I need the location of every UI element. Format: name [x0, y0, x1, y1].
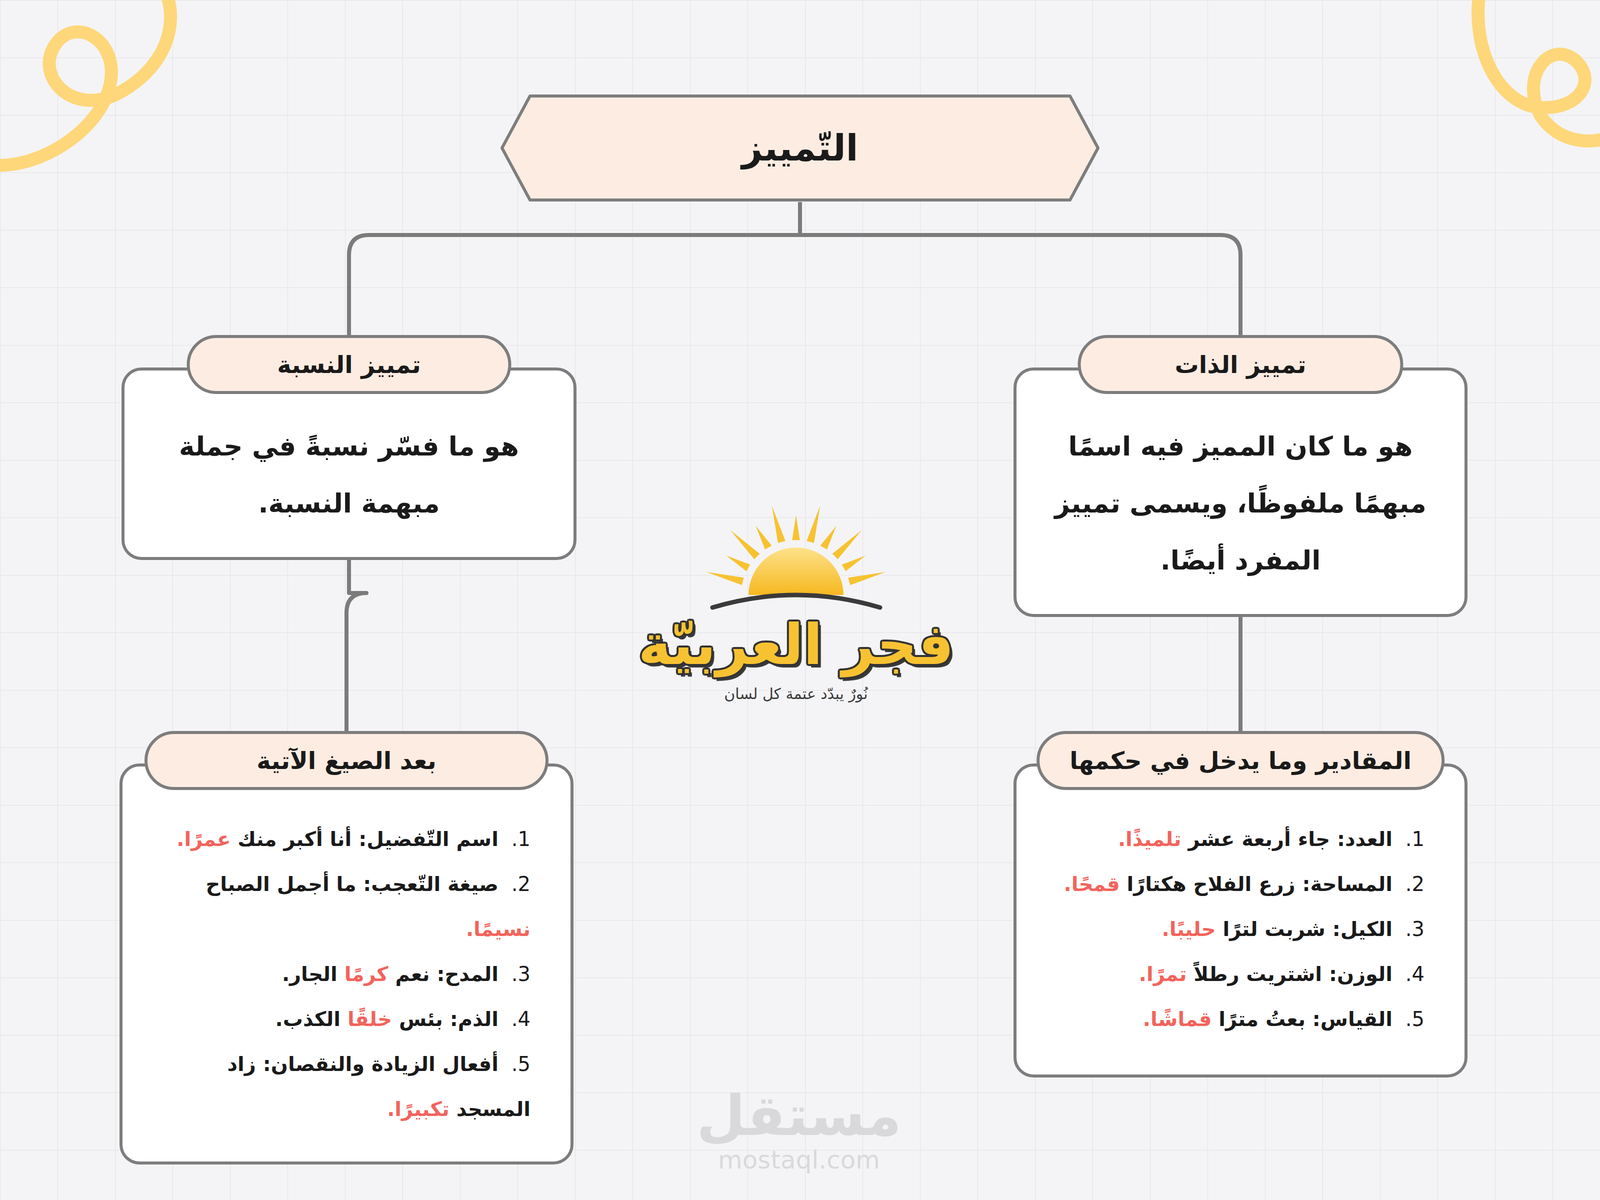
heading-pill: تمييز النسبة: [187, 335, 512, 394]
logo-name: فجر العربيّة: [638, 614, 954, 676]
example-list: 1. العدد: جاء أربعة عشر تلميذًا.2. المسا…: [1016, 766, 1465, 1072]
logo-sun: [706, 505, 886, 608]
decor-curl: [1478, 0, 1600, 141]
title-hexagon: التّمييز: [500, 94, 1100, 202]
example-item: 2. المساحة: زرع الفلاح هكتارًا قمحًا.: [1056, 861, 1425, 907]
tree-connector: [1238, 617, 1243, 731]
example-item: 3. المدح: نعم كرمًا الجار.: [162, 951, 531, 997]
example-text: المساحة: زرع الفلاح هكتارًا: [1127, 872, 1393, 896]
logo-tagline: نُورٌ يبدّد عتمة كل لسان: [724, 685, 868, 703]
tamyeez-word: حليبًا.: [1162, 917, 1216, 941]
definition-text: هو ما فسّر نسبةً في جملة مبهمة النسبة.: [124, 370, 574, 557]
watermark: مستقل: [696, 1085, 902, 1147]
example-text: الكذب.: [275, 1007, 341, 1031]
sun-ray: [792, 515, 800, 540]
sun-ray: [706, 572, 744, 585]
sun-ray: [842, 555, 866, 571]
example-text: الوزن: اشتريت رطلاً: [1193, 962, 1393, 986]
example-item: 4. الذم: بئس خلقًا الكذب.: [162, 996, 531, 1042]
example-text: المدح: نعم: [395, 962, 499, 986]
tamyeez-word: خلقًا: [347, 1007, 392, 1031]
item-number: 1.: [1405, 827, 1425, 851]
item-number: 1.: [511, 827, 531, 851]
tamyeez-word: تمرًا.: [1139, 962, 1187, 986]
title-text: التّمييز: [742, 127, 859, 169]
sun-ray: [820, 526, 837, 550]
example-item: 2. صيغة التّعجب: ما أجمل الصباح نسيمًا.: [162, 861, 531, 952]
item-number: 3.: [511, 962, 531, 986]
content-box: تمييز النسبةهو ما فسّر نسبةً في جملة مبه…: [121, 367, 577, 560]
example-item: 5. أفعال الزيادة والنقصان: زاد المسجد تك…: [162, 1041, 531, 1132]
sun-ray: [806, 505, 820, 543]
tree-connector: [800, 202, 1241, 335]
tamyeez-word: قمحًا.: [1064, 872, 1120, 896]
content-box: المقادير وما يدخل في حكمها1. العدد: جاء …: [1013, 763, 1468, 1078]
item-number: 2.: [1405, 872, 1425, 896]
example-text: الذم: بئس: [399, 1007, 499, 1031]
example-item: 3. الكيل: شربت لترًا حليبًا.: [1056, 906, 1425, 952]
decor-curl: [0, 0, 171, 166]
tamyeez-word: قماشًا.: [1143, 1007, 1212, 1031]
sun-ray: [772, 505, 786, 543]
item-number: 3.: [1405, 917, 1425, 941]
heading-pill: المقادير وما يدخل في حكمها: [1036, 731, 1445, 790]
example-text: الجار.: [282, 962, 338, 986]
item-number: 4.: [511, 1007, 531, 1031]
example-item: 1. العدد: جاء أربعة عشر تلميذًا.: [1056, 816, 1425, 862]
item-number: 2.: [511, 872, 531, 896]
example-item: 1. اسم التّفضيل: أنا أكبر منك عمرًا.: [162, 816, 531, 862]
sun-ray: [730, 530, 760, 559]
heading-pill: بعد الصيغ الآتية: [144, 731, 549, 790]
tree-connector: [346, 560, 367, 731]
example-list: 1. اسم التّفضيل: أنا أكبر منك عمرًا.2. ص…: [122, 766, 571, 1162]
tree-connector: [349, 202, 800, 335]
item-number: 5.: [511, 1052, 531, 1076]
sun-ray: [726, 555, 751, 571]
content-box: بعد الصيغ الآتية1. اسم التّفضيل: أنا أكب…: [119, 763, 574, 1165]
tamyeez-word: تلميذًا.: [1118, 827, 1182, 851]
heading-pill: تمييز الذات: [1078, 335, 1404, 394]
content-box: تمييز الذاتهو ما كان المميز فيه اسمًا مب…: [1013, 367, 1468, 617]
tamyeez-word: نسيمًا.: [466, 917, 531, 941]
example-text: أفعال الزيادة والنقصان: زاد المسجد: [227, 1052, 531, 1121]
example-text: اسم التّفضيل: أنا أكبر منك: [237, 827, 499, 851]
example-text: القياس: بعتُ مترًا: [1218, 1007, 1393, 1031]
example-text: العدد: جاء أربعة عشر: [1188, 827, 1393, 851]
example-item: 5. القياس: بعتُ مترًا قماشًا.: [1056, 996, 1425, 1042]
sun-ray: [848, 572, 886, 585]
example-text: الكيل: شربت لترًا: [1222, 917, 1392, 941]
example-item: 4. الوزن: اشتريت رطلاً تمرًا.: [1056, 951, 1425, 997]
example-text: صيغة التّعجب: ما أجمل الصباح: [205, 872, 499, 896]
sun-ray: [832, 530, 862, 559]
definition-text: هو ما كان المميز فيه اسمًا مبهمًا ملفوظً…: [1016, 370, 1465, 614]
item-number: 4.: [1405, 962, 1425, 986]
tamyeez-word: كرمًا: [344, 962, 389, 986]
item-number: 5.: [1405, 1007, 1425, 1031]
sun-ray: [755, 526, 772, 550]
watermark-url: mostaql.com: [718, 1145, 880, 1175]
tamyeez-word: عمرًا.: [176, 827, 231, 851]
tamyeez-word: تكبيرًا.: [387, 1097, 450, 1121]
